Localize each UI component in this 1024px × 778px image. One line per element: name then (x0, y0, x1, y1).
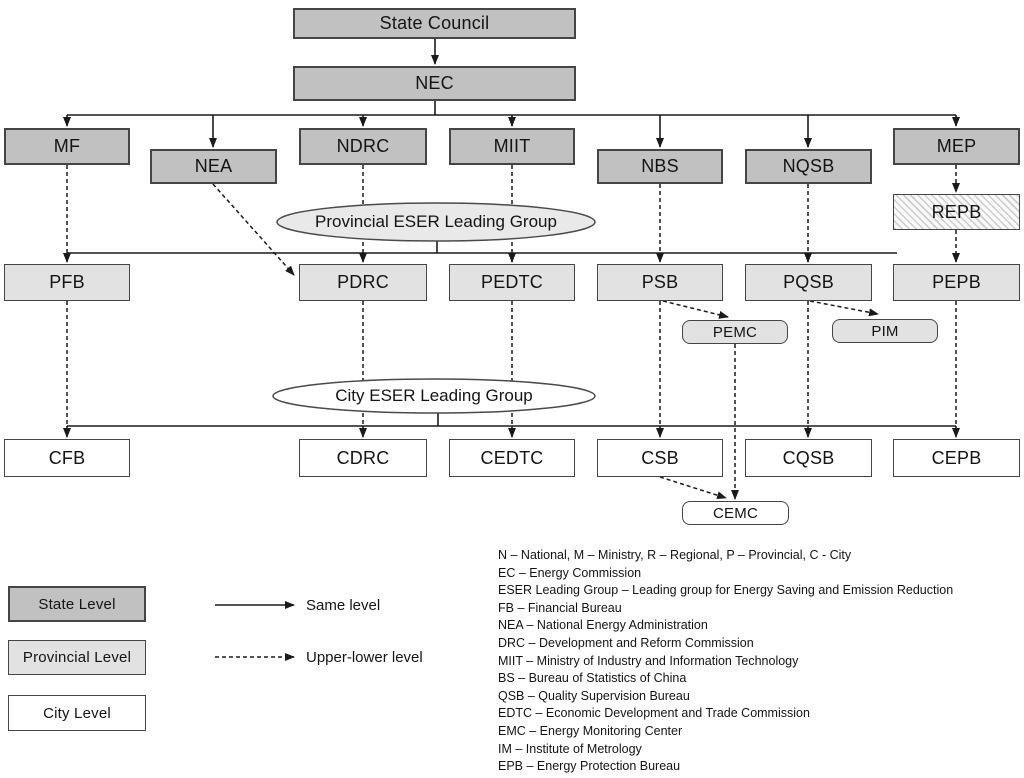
eser-ellipses (272, 202, 596, 414)
node-nqsb: NQSB (745, 149, 872, 184)
node-pqsb: PQSB (745, 264, 872, 301)
provincial-eser-group-label: Provincial ESER Leading Group (315, 212, 557, 231)
node-pfb: PFB (4, 264, 130, 301)
node-ndrc: NDRC (299, 128, 427, 165)
abbreviation-list: N – National, M – Ministry, R – Regional… (498, 547, 953, 776)
legend-city-level: City Level (8, 695, 146, 731)
edge-nea-pdrc (212, 183, 295, 276)
node-cdrc: CDRC (299, 439, 427, 477)
abbreviation-item: EMC – Energy Monitoring Center (498, 723, 683, 738)
legend-state-level: State Level (8, 586, 146, 622)
abbreviation-item: QSB – Quality Supervision Bureau (498, 688, 690, 703)
abbreviation-item: DRC – Development and Reform Commission (498, 635, 754, 650)
node-cepb: CEPB (893, 439, 1020, 477)
node-mf: MF (4, 128, 130, 165)
node-mep: MEP (893, 128, 1020, 165)
abbreviation-item: NEA – National Energy Administration (498, 618, 708, 633)
edge-csb-cemc (659, 476, 727, 500)
node-miit: MIIT (449, 128, 575, 165)
legend-provincial-level: Provincial Level (8, 640, 146, 675)
node-nec: NEC (293, 66, 576, 101)
node-csb: CSB (597, 439, 723, 477)
abbreviation-item: IM – Institute of Metrology (498, 741, 642, 756)
node-cfb: CFB (4, 439, 130, 477)
node-psb: PSB (597, 264, 723, 301)
node-cedtc: CEDTC (449, 439, 575, 477)
legend-same-level-label: Same level (306, 597, 381, 614)
abbreviation-item: FB – Financial Bureau (498, 600, 622, 615)
node-pedtc: PEDTC (449, 264, 575, 301)
node-nbs: NBS (597, 149, 723, 184)
node-pemc: PEMC (682, 320, 788, 344)
edge-psb-pemc (662, 300, 729, 319)
city-eser-ellipse (272, 378, 596, 414)
node-pim: PIM (832, 319, 938, 343)
edge-pqsb-pim (809, 300, 879, 317)
abbreviation-item: N – National, M – Ministry, R – Regional… (498, 548, 852, 562)
abbreviation-item: EPB – Energy Protection Bureau (498, 759, 681, 774)
node-pdrc: PDRC (299, 264, 427, 301)
node-repb: REPB (893, 194, 1020, 230)
node-state-council: State Council (293, 8, 576, 39)
abbreviation-item: BS – Bureau of Statistics of China (498, 671, 687, 686)
node-nea: NEA (150, 149, 277, 184)
city-eser-group-label: City ESER Leading Group (335, 386, 533, 405)
abbreviation-item: EDTC – Economic Development and Trade Co… (498, 706, 810, 721)
solid-connectors (63, 39, 960, 609)
node-cemc: CEMC (682, 501, 789, 525)
node-cqsb: CQSB (745, 439, 872, 477)
abbreviation-item: MIIT – Ministry of Industry and Informat… (498, 653, 799, 668)
provincial-eser-ellipse (276, 202, 596, 242)
abbreviation-item: ESER Leading Group – Leading group for E… (498, 583, 954, 598)
abbreviation-item: EC – Energy Commission (498, 565, 642, 580)
node-pepb: PEPB (893, 264, 1020, 301)
legend-upper-lower-label: Upper-lower level (306, 649, 423, 666)
